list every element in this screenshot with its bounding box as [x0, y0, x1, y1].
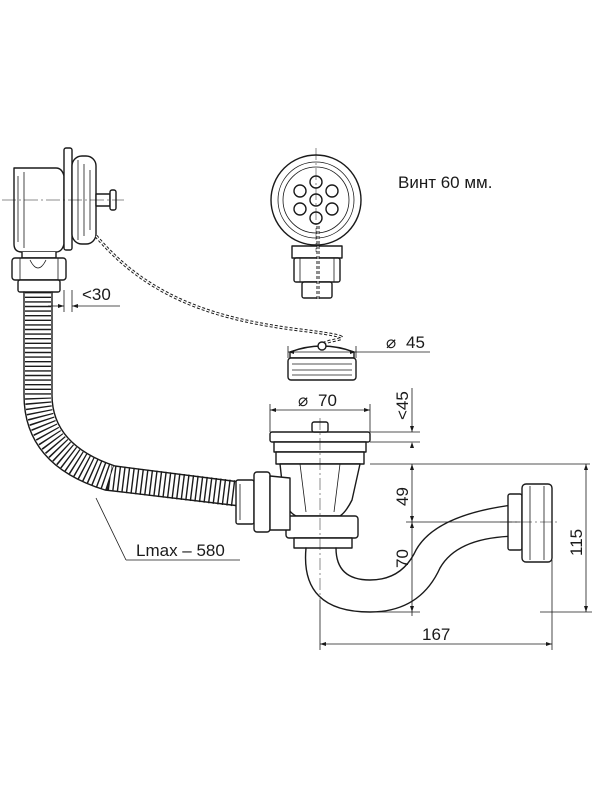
dim-45-diameter-label: 45 — [406, 333, 425, 352]
sink-drain — [269, 418, 371, 600]
overflow-connector — [235, 471, 291, 533]
plug-stopper — [287, 341, 357, 381]
plug-chain — [94, 234, 344, 347]
dim-70-vertical-label: 70 — [393, 549, 412, 568]
grille-top-view — [270, 148, 362, 300]
corrugated-hose — [2, 291, 242, 522]
dim-30-label: <30 — [82, 285, 111, 304]
dimension-lines — [48, 290, 592, 650]
dim-70-diameter-label: 70 — [318, 391, 337, 410]
dim-45-diameter-symbol: ⌀ — [386, 333, 396, 352]
dim-49-label: 49 — [393, 487, 412, 506]
dim-70-diameter-symbol: ⌀ — [298, 391, 308, 410]
overflow-head — [2, 147, 124, 293]
dim-115-label: 115 — [567, 529, 586, 556]
screw-label: Винт 60 мм. — [398, 173, 492, 192]
dim-167-label: 167 — [422, 625, 450, 644]
dim-45-vertical-label: <45 — [393, 391, 412, 420]
lmax-label: Lmax – 580 — [136, 541, 225, 560]
